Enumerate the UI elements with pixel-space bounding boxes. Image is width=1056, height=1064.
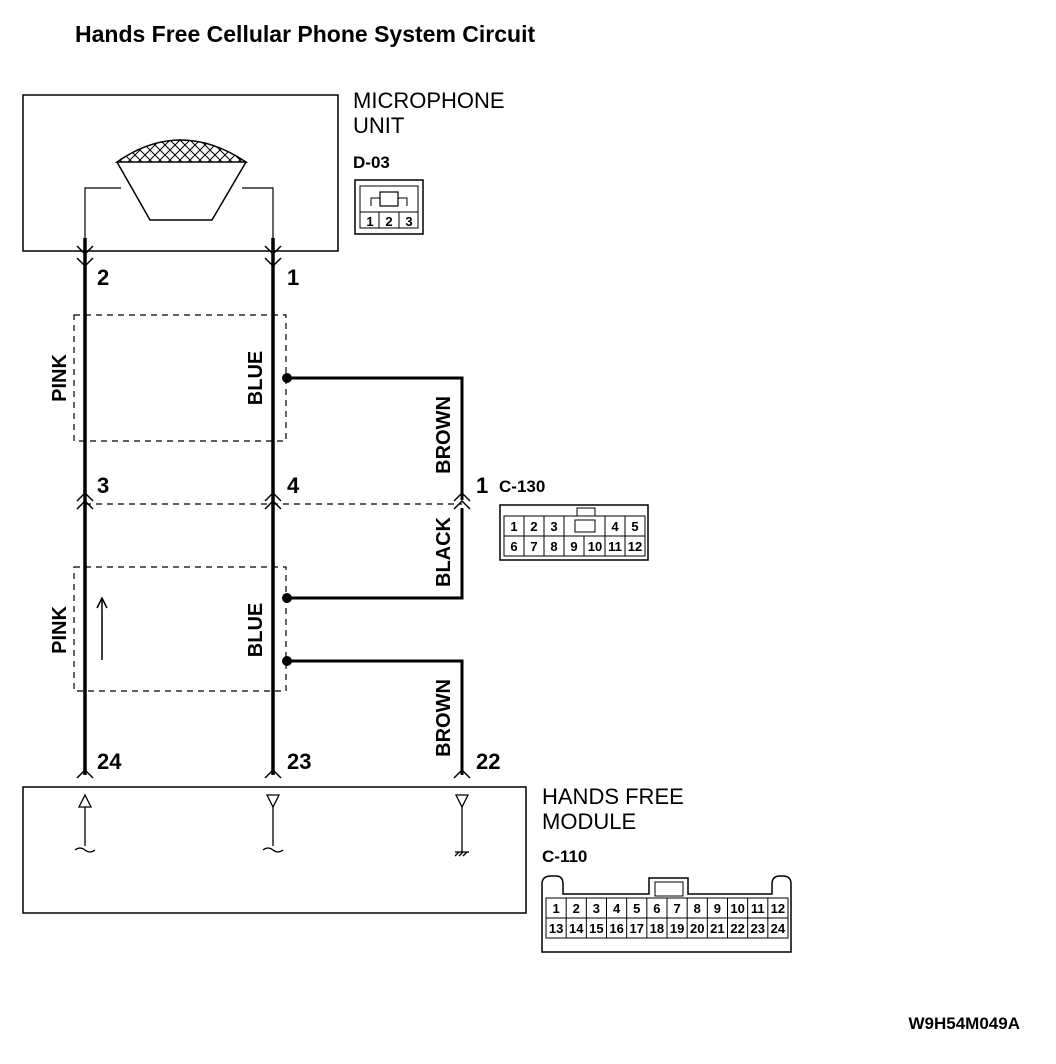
mic-connector-chevrons	[76, 245, 282, 268]
wire-color-label: PINK	[49, 354, 71, 402]
microphone-name-line2: UNIT	[353, 113, 404, 138]
wire-color-label: BROWN	[433, 679, 455, 757]
c110-pin: 2	[573, 901, 580, 916]
module-input-icon	[74, 793, 96, 853]
pin-label: 3	[97, 473, 109, 498]
wire-color-label: PINK	[49, 606, 71, 654]
c130-pin: 9	[570, 539, 577, 554]
d03-pin: 2	[385, 214, 392, 229]
signal-arrow-icon	[96, 596, 108, 660]
pin-label: 23	[287, 749, 311, 774]
c130-pin: 5	[631, 519, 638, 534]
c110-pin: 14	[569, 921, 584, 936]
c110-pin: 6	[653, 901, 660, 916]
module-name-line2: MODULE	[542, 809, 636, 834]
c110-pin: 22	[730, 921, 744, 936]
black-wire	[287, 508, 464, 600]
module-name-line1: HANDS FREE	[542, 784, 684, 809]
c130-pin: 12	[628, 539, 642, 554]
c110-pin: 1	[552, 901, 559, 916]
c110-pin: 8	[694, 901, 701, 916]
splice-point	[282, 593, 292, 603]
figure-code: W9H54M049A	[909, 1014, 1021, 1033]
c110-pin: 24	[771, 921, 786, 936]
c130-pin: 3	[550, 519, 557, 534]
d03-connector-icon: 1 2 3	[354, 179, 424, 235]
c130-pin: 4	[611, 519, 619, 534]
wire-color-label: BROWN	[433, 396, 455, 474]
c110-pin: 21	[710, 921, 724, 936]
microphone-name-line1: MICROPHONE	[353, 88, 505, 113]
pin-label: 2	[97, 265, 109, 290]
c110-pin: 10	[730, 901, 744, 916]
junction-connector-code: C-130	[499, 477, 545, 496]
module-connector-code: C-110	[542, 847, 587, 866]
c110-pin: 15	[589, 921, 603, 936]
pin-label: 24	[97, 749, 122, 774]
hands-free-module-box	[22, 786, 527, 914]
c130-connector-icon: 1 2 3 4 5 6 7 8 9 10 11 12	[499, 504, 649, 561]
pin-label: 4	[287, 473, 300, 498]
c110-pin: 17	[630, 921, 644, 936]
c110-pin: 4	[613, 901, 621, 916]
c110-pin: 7	[673, 901, 680, 916]
pin-label: 1	[287, 265, 299, 290]
microphone-unit-box	[22, 94, 339, 252]
module-output-icon	[262, 794, 284, 853]
c110-pin: 5	[633, 901, 640, 916]
c130-pin: 8	[550, 539, 557, 554]
wire-color-label: BLUE	[245, 351, 267, 405]
pin-label: 1	[476, 473, 488, 498]
c110-pin: 20	[690, 921, 704, 936]
wire-color-label: BLUE	[245, 603, 267, 657]
c110-pin: 18	[650, 921, 664, 936]
c110-pin: 3	[593, 901, 600, 916]
c110-pin: 11	[751, 901, 765, 916]
c110-pin: 9	[714, 901, 721, 916]
c110-pin: 13	[549, 921, 563, 936]
wire-color-label: BLACK	[433, 516, 455, 587]
d03-pin: 1	[366, 214, 373, 229]
c130-pin: 7	[530, 539, 537, 554]
pin-label: 22	[476, 749, 500, 774]
c130-pin: 1	[510, 519, 517, 534]
diagram-title: Hands Free Cellular Phone System Circuit	[75, 21, 535, 47]
microphone-connector-code: D-03	[353, 153, 390, 172]
c110-pin: 16	[609, 921, 623, 936]
d03-pin: 3	[405, 214, 412, 229]
c110-pin: 19	[670, 921, 684, 936]
c110-pin: 12	[771, 901, 785, 916]
module-ground-icon	[454, 794, 470, 857]
c130-pin: 11	[608, 539, 622, 554]
c130-pin: 10	[588, 539, 602, 554]
c130-pin: 6	[510, 539, 517, 554]
microphone-icon	[84, 139, 274, 238]
lower-harness-box	[73, 566, 287, 692]
brown-wire	[287, 376, 464, 500]
c130-pin: 2	[530, 519, 537, 534]
brown-wire	[287, 659, 464, 775]
module-connector-chevrons	[76, 768, 471, 779]
c110-pin: 23	[751, 921, 765, 936]
junction-chevrons	[76, 491, 471, 510]
